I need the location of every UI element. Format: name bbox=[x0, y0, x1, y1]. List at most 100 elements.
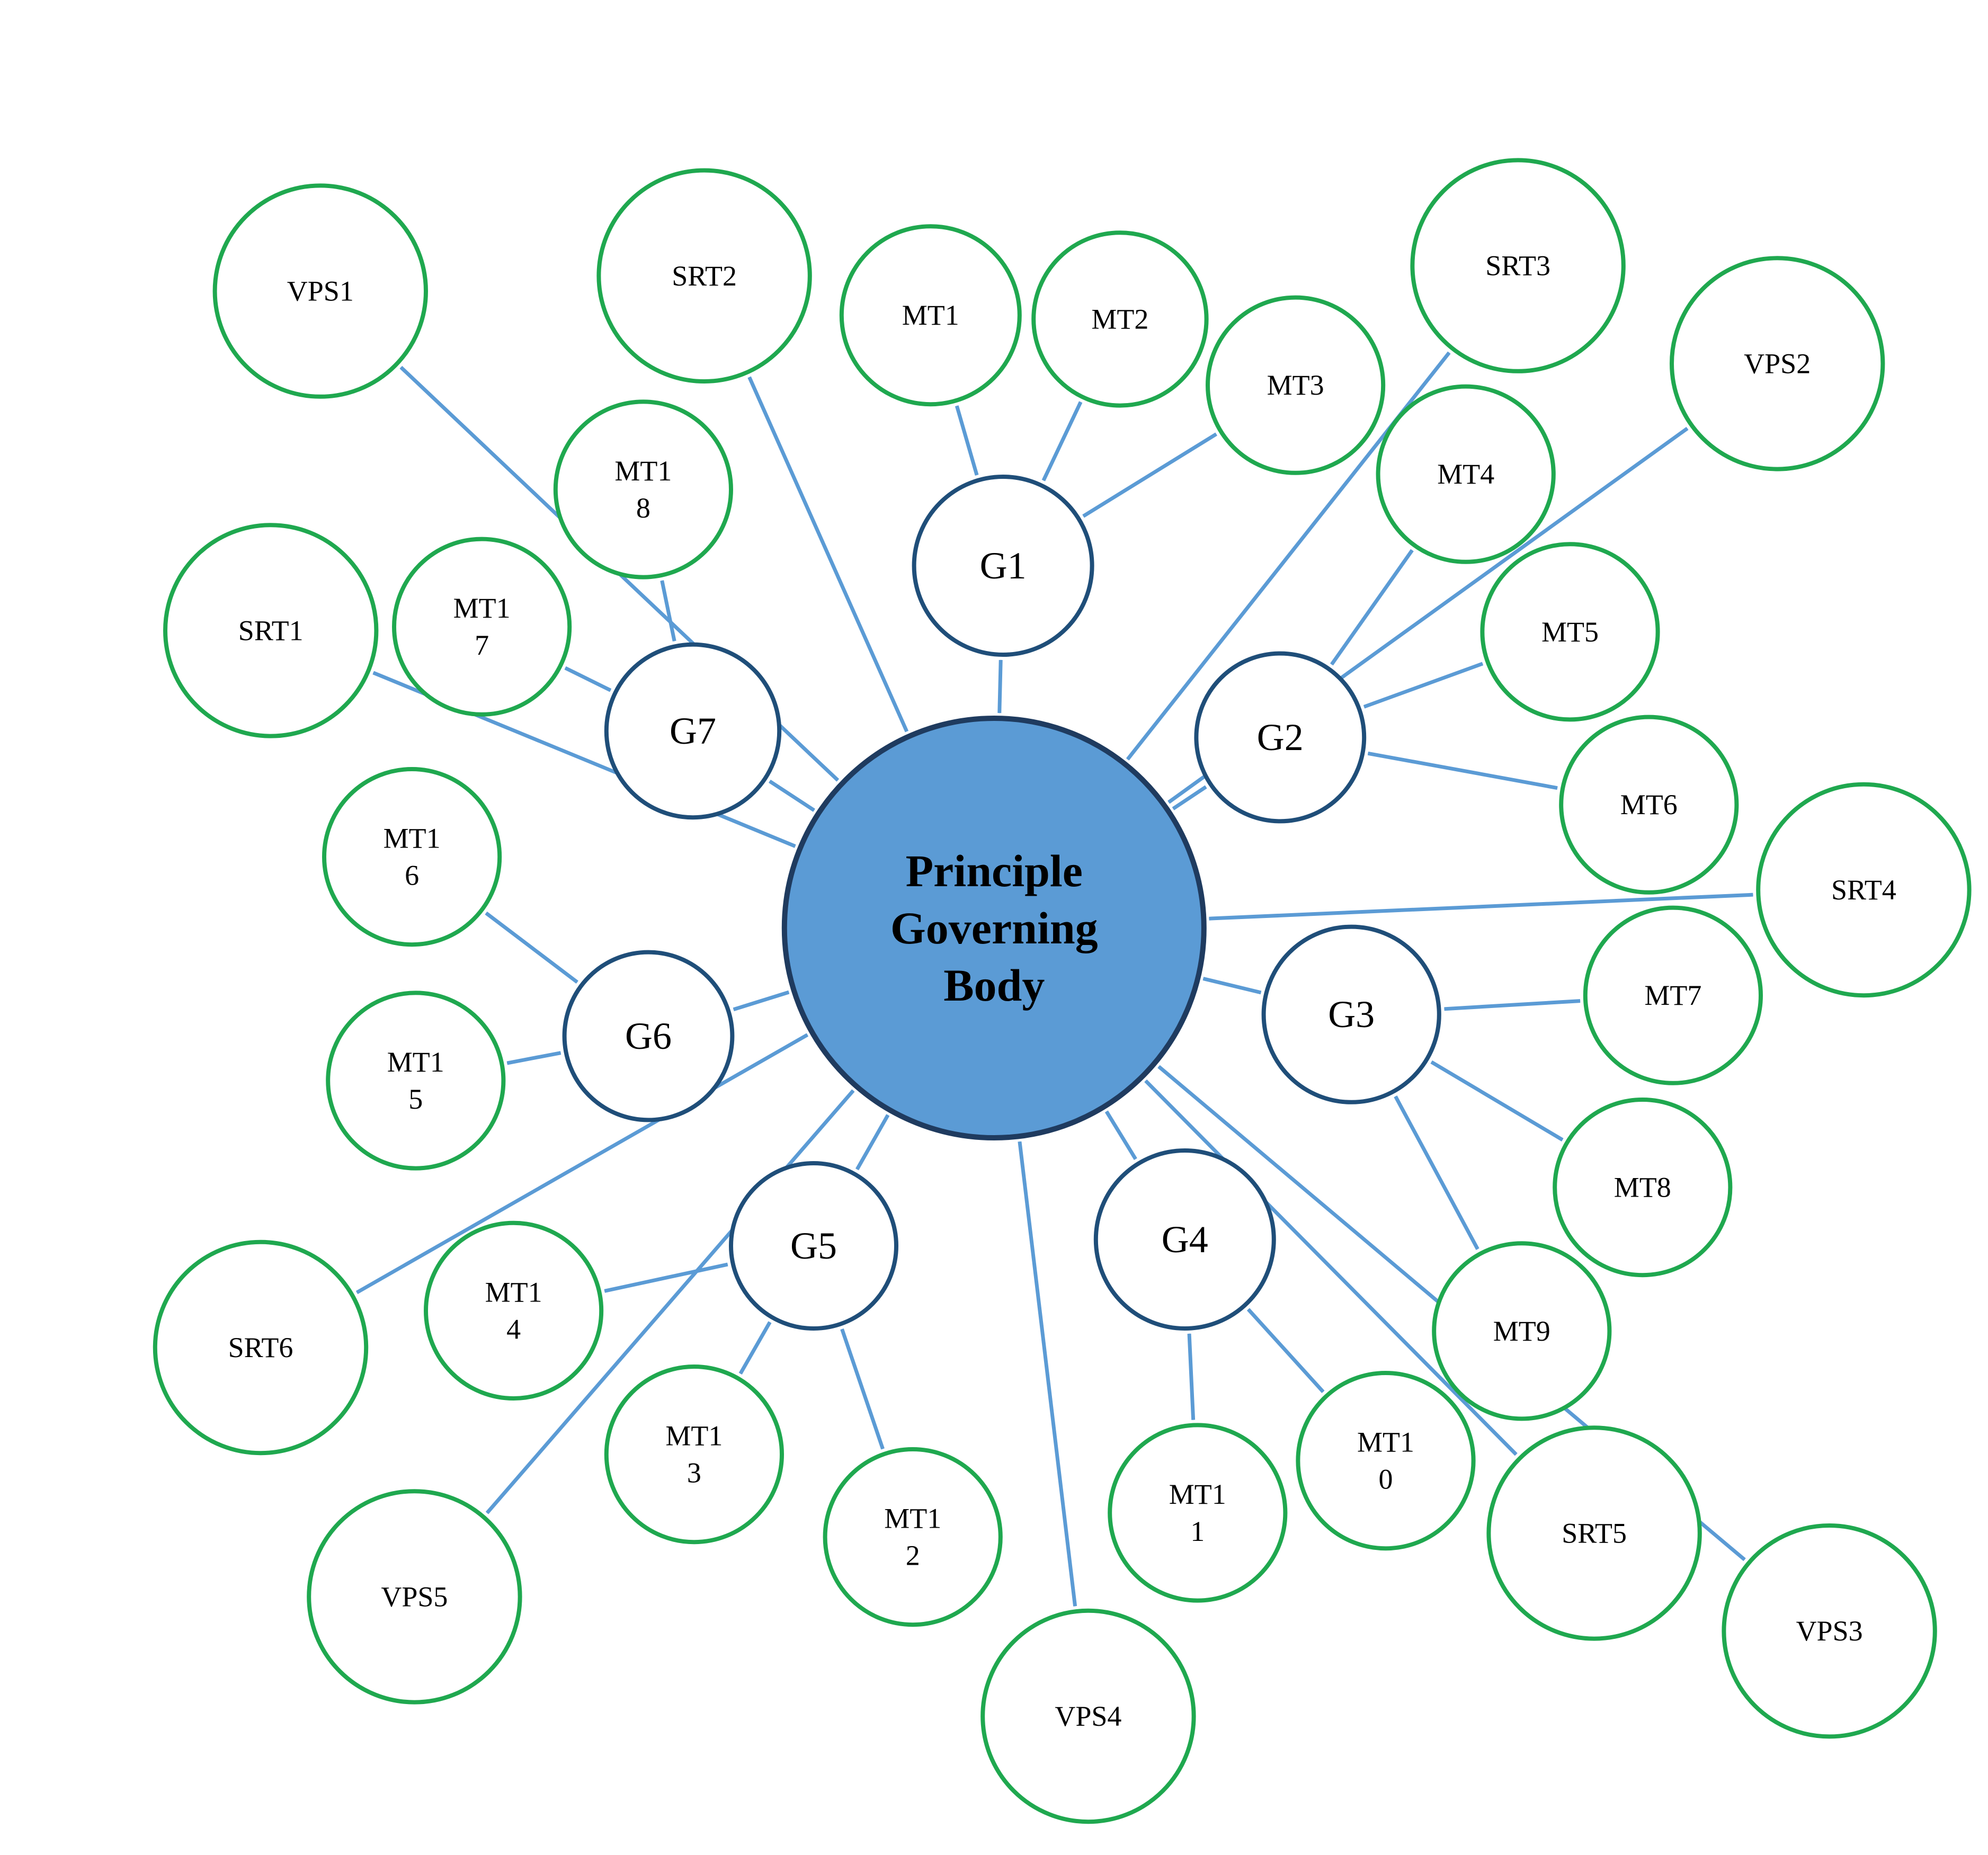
node-vps5-circle bbox=[307, 1489, 522, 1705]
node-g3-circle bbox=[1261, 924, 1441, 1104]
arrow-g2-mt5 bbox=[1363, 662, 1484, 709]
node-g7-circle bbox=[604, 642, 782, 820]
node-srt1-circle bbox=[163, 523, 379, 738]
node-mt17-label: MT1 bbox=[453, 592, 511, 624]
node-vps3: VPS3 bbox=[1722, 1523, 1937, 1739]
node-vps5-label: VPS5 bbox=[381, 1581, 448, 1612]
node-mt13-label: 3 bbox=[687, 1457, 701, 1489]
node-mt6: MT6 bbox=[1559, 715, 1739, 895]
node-pgb-circle bbox=[781, 716, 1207, 1140]
arrow-g5-mt14 bbox=[604, 1262, 728, 1293]
node-mt1: MT1 bbox=[839, 224, 1022, 407]
node-mt4: MT4 bbox=[1376, 384, 1556, 564]
node-mt13-circle bbox=[604, 1365, 784, 1545]
node-g7-label: G7 bbox=[670, 710, 716, 752]
node-mt14-label: MT1 bbox=[485, 1276, 542, 1308]
node-mt13-label: MT1 bbox=[665, 1420, 723, 1452]
node-mt2-label: MT2 bbox=[1091, 303, 1148, 335]
arrow-g3-mt7 bbox=[1443, 999, 1581, 1011]
node-mt8-circle bbox=[1553, 1098, 1733, 1278]
node-vps3-label: VPS3 bbox=[1796, 1615, 1863, 1647]
node-g6-label: G6 bbox=[625, 1015, 672, 1057]
arrow-g2-mt4 bbox=[1330, 549, 1414, 666]
node-srt6: SRT6 bbox=[153, 1239, 369, 1456]
node-g6: G6 bbox=[562, 950, 735, 1122]
node-mt11-circle bbox=[1108, 1423, 1288, 1603]
node-mt16-label: 6 bbox=[405, 860, 419, 891]
arrow-g6-mt15 bbox=[506, 1051, 561, 1065]
node-mt16-circle bbox=[322, 767, 502, 947]
node-srt3: SRT3 bbox=[1410, 158, 1626, 373]
node-mt6-circle bbox=[1559, 715, 1739, 895]
arrow-g5-mt13 bbox=[738, 1321, 772, 1375]
arrow-g1-mt3 bbox=[1082, 432, 1218, 518]
node-mt12-circle bbox=[823, 1447, 1003, 1627]
node-srt5: SRT5 bbox=[1486, 1425, 1702, 1641]
node-vps2: VPS2 bbox=[1670, 256, 1885, 471]
arrow-g4-mt11 bbox=[1187, 1333, 1196, 1421]
node-g1-label: G1 bbox=[980, 545, 1027, 587]
node-mt9-circle bbox=[1432, 1241, 1612, 1421]
node-mt9-label: MT9 bbox=[1493, 1315, 1550, 1347]
node-g2-circle bbox=[1194, 651, 1367, 824]
arrow-g1-mt2 bbox=[1041, 401, 1083, 481]
node-mt6-label: MT6 bbox=[1620, 789, 1678, 821]
node-mt17-label: 7 bbox=[475, 629, 489, 661]
node-srt1-label: SRT1 bbox=[238, 614, 304, 646]
node-mt4-circle bbox=[1376, 384, 1556, 564]
node-mt1-label: MT1 bbox=[902, 299, 959, 331]
node-srt3-circle bbox=[1410, 158, 1626, 373]
node-vps2-label: VPS2 bbox=[1744, 347, 1811, 379]
node-mt7-label: MT7 bbox=[1644, 979, 1701, 1011]
arrow-pgb-srt5 bbox=[1144, 1079, 1518, 1456]
node-mt3: MT3 bbox=[1206, 295, 1386, 475]
node-vps2-circle bbox=[1670, 256, 1885, 471]
arrow-pgb-g3 bbox=[1202, 977, 1262, 995]
arrow-g7-mt18 bbox=[660, 580, 676, 642]
arrow-pgb-g6 bbox=[733, 990, 790, 1012]
node-pgb-label: Body bbox=[943, 960, 1045, 1011]
node-srt5-label: SRT5 bbox=[1562, 1517, 1627, 1549]
node-srt4-circle bbox=[1756, 782, 1972, 998]
arrow-pgb-g5 bbox=[855, 1114, 890, 1171]
node-srt4-label: SRT4 bbox=[1831, 874, 1896, 906]
node-mt7-circle bbox=[1583, 905, 1763, 1085]
node-vps1-label: VPS1 bbox=[287, 275, 354, 307]
node-mt8-label: MT8 bbox=[1614, 1172, 1671, 1203]
node-g4: G4 bbox=[1093, 1148, 1276, 1331]
node-mt3-circle bbox=[1206, 295, 1386, 475]
node-mt9: MT9 bbox=[1432, 1241, 1612, 1421]
node-g1-circle bbox=[912, 475, 1094, 657]
node-mt12-label: MT1 bbox=[884, 1503, 941, 1535]
node-vps1-circle bbox=[212, 183, 428, 399]
node-srt5-circle bbox=[1486, 1425, 1702, 1641]
node-mt1-circle bbox=[839, 224, 1022, 407]
node-mt5-circle bbox=[1480, 542, 1660, 722]
node-mt5-label: MT5 bbox=[1541, 616, 1599, 648]
node-pgb-label: Governing bbox=[890, 903, 1098, 953]
arrow-g7-mt17 bbox=[564, 666, 612, 692]
node-g1: G1 bbox=[912, 475, 1094, 657]
arrow-pgb-g1 bbox=[997, 659, 1003, 714]
node-mt18-label: MT1 bbox=[614, 455, 672, 487]
node-mt10-circle bbox=[1296, 1371, 1476, 1551]
node-mt10-label: MT1 bbox=[1357, 1426, 1414, 1458]
arrow-g5-mt12 bbox=[840, 1328, 885, 1450]
node-vps5: VPS5 bbox=[307, 1489, 522, 1705]
node-mt16-label: MT1 bbox=[384, 823, 441, 854]
arrow-g4-mt10 bbox=[1246, 1308, 1325, 1393]
node-vps4-label: VPS4 bbox=[1055, 1700, 1121, 1732]
node-mt7: MT7 bbox=[1583, 905, 1763, 1085]
node-srt6-circle bbox=[153, 1239, 369, 1456]
node-srt2-circle bbox=[596, 168, 812, 384]
node-mt12-label: 2 bbox=[906, 1540, 920, 1572]
